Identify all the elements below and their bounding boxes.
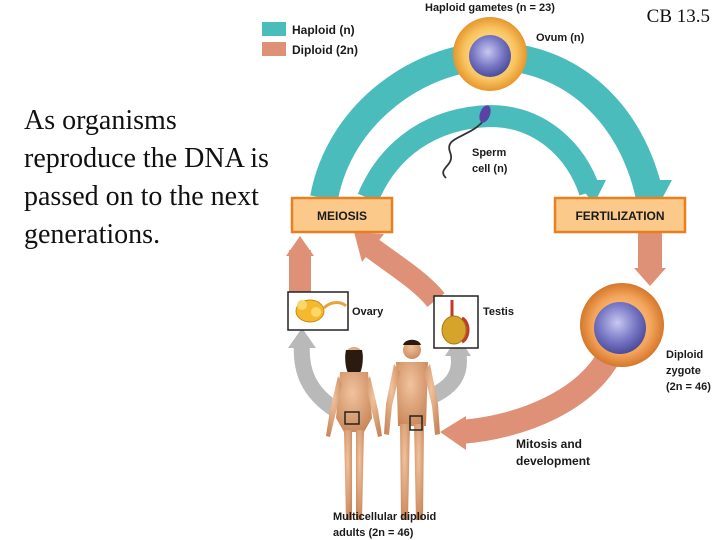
- female-adult-figure: [326, 347, 382, 520]
- haploid-legend-swatch: [262, 22, 286, 36]
- ovum-nucleus: [469, 35, 511, 77]
- zygote-nucleus: [594, 302, 646, 354]
- mitosis-label-line2: development: [516, 454, 590, 468]
- adults-label-line1: Multicellular diploid: [333, 511, 436, 523]
- sperm-cell: [442, 105, 491, 179]
- testis-inset: [433, 295, 479, 349]
- outer-haploid-arrowhead: [633, 180, 672, 210]
- meiosis-label: MEIOSIS: [317, 209, 367, 223]
- ovum-label: Ovum (n): [536, 32, 585, 44]
- haploid-legend-label: Haploid (n): [292, 23, 355, 37]
- inner-haploid-arrowhead: [575, 180, 606, 204]
- fertilization-box: [553, 196, 687, 234]
- slide-body-text: As organisms reproduce the DNA is passed…: [24, 105, 269, 250]
- fertilization-label: FERTILIZATION: [575, 209, 664, 223]
- adult-to-testis-arrow: [428, 350, 467, 404]
- diploid-legend-swatch: [262, 42, 286, 56]
- zygote-label-line3: (2n = 46): [666, 381, 711, 393]
- zygote-label-line2: zygote: [666, 365, 701, 377]
- mitosis-arrow: [459, 344, 623, 444]
- sperm-label-line2: cell (n): [472, 163, 508, 175]
- male-marker-box: [409, 415, 423, 431]
- adults-label-line2: adults (2n = 46): [333, 527, 414, 539]
- female-marker-box: [344, 411, 360, 425]
- testis-label: Testis: [483, 306, 514, 318]
- meiosis-box: [290, 196, 394, 234]
- mitosis-label-line1: Mitosis and: [516, 437, 582, 451]
- male-adult-figure: [384, 339, 440, 520]
- sperm-label-line1: Sperm: [472, 147, 506, 159]
- diploid-legend-label: Diploid (2n): [292, 43, 358, 57]
- haploid-gametes-label: Haploid gametes (n = 23): [425, 2, 555, 14]
- ovary-label: Ovary: [352, 306, 384, 318]
- slide-number: CB 13.5: [646, 6, 710, 27]
- testis-to-meiosis-arrow: [365, 239, 445, 308]
- adult-to-ovary-arrow: [293, 341, 341, 417]
- inner-haploid-arrow: [357, 104, 601, 203]
- ovary-inset: [287, 291, 349, 331]
- zygote-label-line1: Diploid: [666, 349, 703, 361]
